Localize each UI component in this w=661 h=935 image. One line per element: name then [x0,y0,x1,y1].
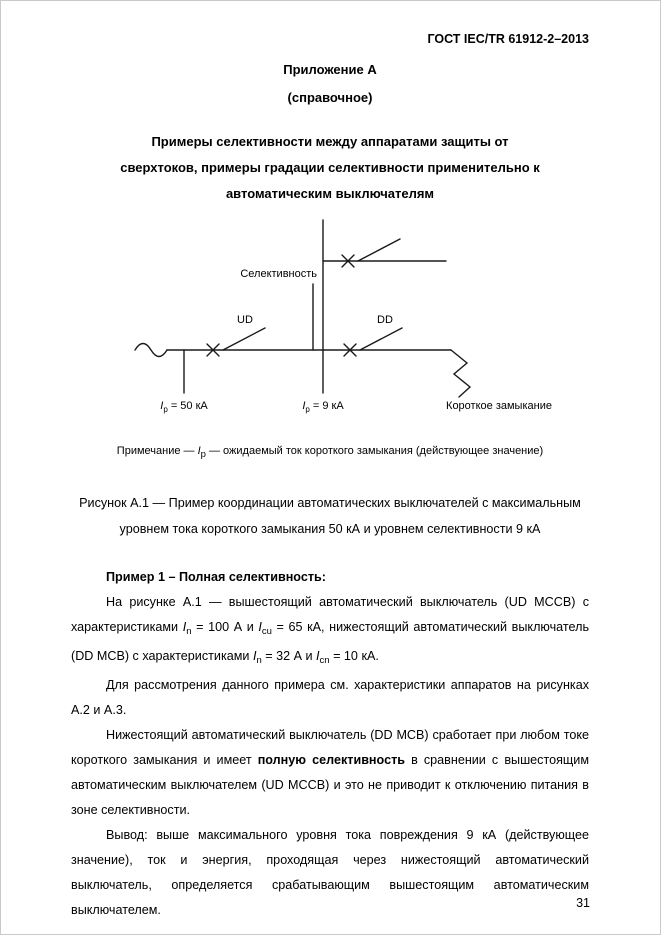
paragraph-1: На рисунке А.1 — вышестоящий автоматичес… [71,595,590,666]
circuit-diagram: Селективность UD DD Ip = 50 кА Ip = 9 кА… [121,213,589,428]
section-heading: Примеры селективности между аппаратами з… [71,129,589,207]
example-heading: Пример 1 – Полная селективность: [106,570,326,584]
ud-breaker-contact-icon [206,343,220,357]
page-number: 31 [576,896,590,910]
document-number: ГОСТ IEC/TR 61912-2–2013 [427,32,589,46]
paragraph-2: Для рассмотрения данного примера см. хар… [71,678,589,717]
heading-line-1: Примеры селективности между аппаратами з… [151,134,509,149]
selectivity-circuit-svg: Селективность UD DD Ip = 50 кА Ip = 9 кА… [134,219,552,414]
ud-breaker-blade [222,327,266,351]
paragraph-4: Вывод: выше максимального уровня тока по… [71,828,589,917]
dd-breaker-blade [359,327,403,351]
paragraph-3: Нижестоящий автоматический выключатель (… [71,728,589,817]
figure-caption-line-2: уровнем тока короткого замыкания 50 кА и… [119,522,541,536]
figure-note: Примечание — Ip — ожидаемый ток коротког… [116,445,544,460]
top-branch-contact-icon [341,254,355,268]
heading-line-2: сверхтоков, примеры градации селективнос… [120,160,540,175]
appendix-title: Приложение А [283,62,377,77]
figure-caption-line-1: Рисунок А.1 — Пример координации автомат… [79,496,581,510]
top-branch-blade [357,238,401,262]
source-current-label: Ip = 50 кА [160,400,208,414]
dd-breaker-contact-icon [343,343,357,357]
short-circuit-label: Короткое замыкание [446,400,552,412]
source-wave-symbol [134,342,168,358]
selectivity-current-label: Ip = 9 кА [302,400,344,414]
dd-label: DD [377,314,393,326]
appendix-subtitle: (справочное) [287,90,373,105]
heading-line-3: автоматическим выключателям [225,186,435,201]
ud-label: UD [237,314,253,326]
short-circuit-zigzag [450,349,472,398]
figure-caption: Рисунок А.1 — Пример координации автомат… [71,490,589,542]
selectivity-label: Селективность [240,268,317,280]
